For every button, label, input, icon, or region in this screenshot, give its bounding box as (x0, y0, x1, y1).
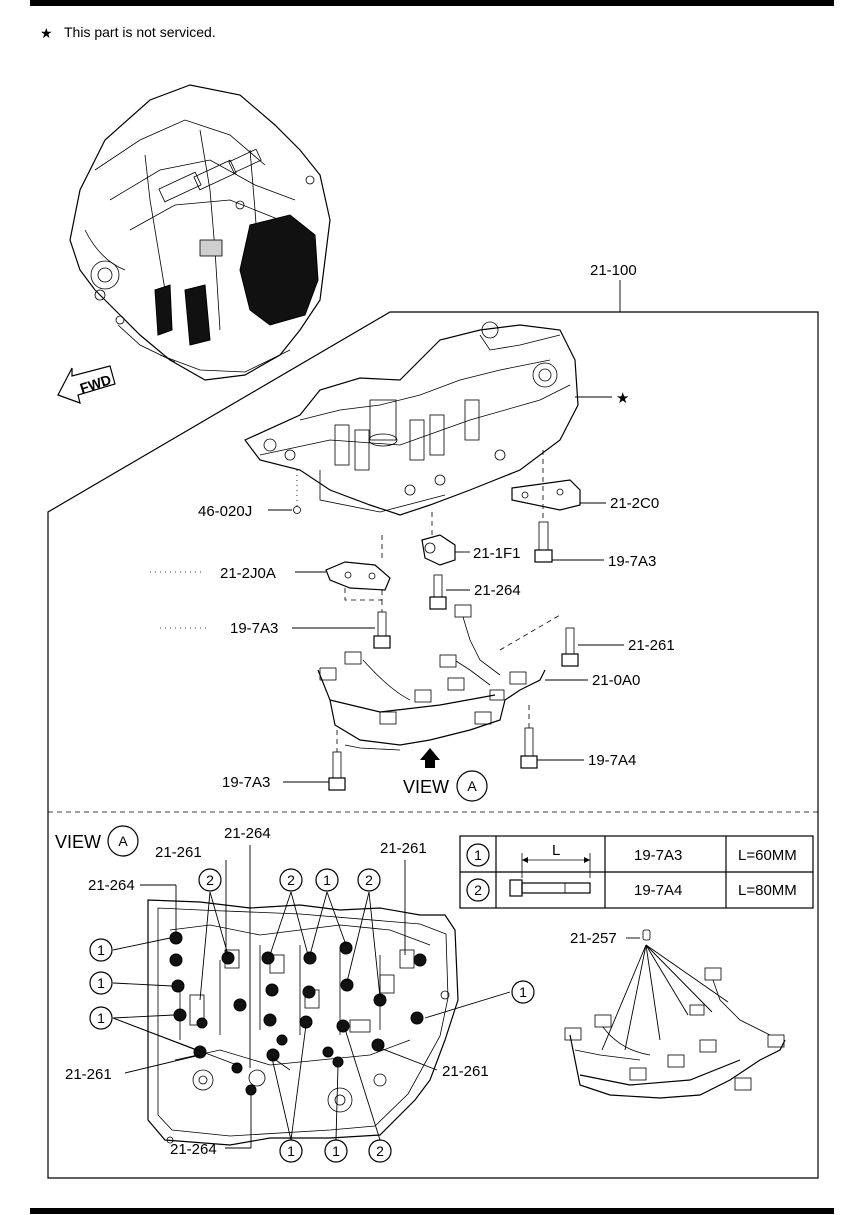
plate-21-2J0A (325, 561, 391, 601)
view-label-21-264-top: 21-264 (224, 825, 271, 842)
top-rule (30, 0, 834, 6)
mark-2-b: 2 (287, 872, 295, 888)
mark-1-a: 1 (323, 872, 331, 888)
view-a-arrow-icon (420, 748, 440, 768)
view-a-word: VIEW (403, 777, 449, 797)
table-row-1-index: 1 (474, 847, 482, 863)
table-row-1-part: 19-7A3 (634, 847, 682, 864)
label-21-261: 21-261 (628, 637, 675, 654)
label-21-2J0A: 21-2J0A (220, 565, 276, 582)
label-21-264-top: 21-264 (474, 582, 521, 599)
transmission-illustration (69, 84, 331, 381)
view-label-21-261-right: 21-261 (442, 1063, 489, 1080)
label-21-100: 21-100 (590, 262, 637, 279)
view-leaders (112, 845, 511, 1149)
svg-text:FWD: FWD (78, 371, 113, 396)
label-19-7A3-bottom: 19-7A3 (222, 774, 270, 791)
table-row-1-length: L=60MM (738, 847, 797, 864)
bolt-21-261 (561, 627, 579, 667)
exploded-frame (47, 311, 819, 1179)
plate-21-2C0 (511, 479, 581, 511)
view-label-21-264-left: 21-264 (88, 877, 135, 894)
mark-2-a: 2 (206, 872, 214, 888)
mark-2-c: 2 (365, 872, 373, 888)
mark-2-d: 2 (376, 1143, 384, 1159)
not-serviced-star: ★ (616, 390, 629, 407)
view-label-21-261-left: 21-261 (65, 1066, 112, 1083)
mark-1-g: 1 (332, 1143, 340, 1159)
table-row-2-length: L=80MM (738, 882, 797, 899)
header-note: This part is not serviced. (64, 24, 216, 40)
fwd-arrow-icon: FWD (57, 365, 116, 404)
label-46-020J: 46-020J (198, 503, 252, 520)
not-serviced-star-icon: ★ (40, 25, 53, 41)
bolt-19-7A3-right (534, 521, 553, 563)
bolt-19-7A3-middle (373, 611, 391, 649)
bolt-19-7A4 (520, 727, 538, 769)
view-label-21-264-bottom: 21-264 (170, 1141, 217, 1158)
label-21-0A0: 21-0A0 (592, 672, 640, 689)
bolt-21-264 (429, 574, 447, 610)
view-label-21-261-right-top: 21-261 (380, 840, 427, 857)
bolt-19-7A3-bottom (328, 751, 346, 791)
bottom-rule (30, 1208, 834, 1214)
bolt-length-icon (509, 853, 591, 897)
view-label-21-257: 21-257 (570, 930, 617, 947)
view-panel-title-letter: A (118, 833, 128, 849)
label-19-7A3-right: 19-7A3 (608, 553, 656, 570)
mark-1-f: 1 (287, 1143, 295, 1159)
mark-1-b: 1 (97, 942, 105, 958)
bolt-hole-markers (169, 931, 427, 1096)
view-label-21-261-top: 21-261 (155, 844, 202, 861)
table-row-2-part: 19-7A4 (634, 882, 682, 899)
mark-1-c: 1 (97, 975, 105, 991)
label-21-1F1: 21-1F1 (473, 545, 521, 562)
mark-1-e: 1 (519, 984, 527, 1000)
sensor-21-1F1 (421, 534, 456, 566)
harness-21-0A0 (317, 604, 561, 751)
view-panel-title-word: VIEW (55, 832, 101, 852)
harness-clips-21-257 (564, 929, 786, 1099)
label-19-7A4: 19-7A4 (588, 752, 636, 769)
label-21-2C0: 21-2C0 (610, 495, 659, 512)
table-row-2-index: 2 (474, 882, 482, 898)
view-a-letter: A (467, 778, 477, 794)
mark-1-d: 1 (97, 1010, 105, 1026)
bolt-table: 1 2 19-7A3 19-7A4 L=60MM L=80MM L (459, 835, 814, 909)
label-19-7A3-middle: 19-7A3 (230, 620, 278, 637)
valve-body-illustration (244, 321, 579, 516)
dimension-label: L (552, 842, 560, 859)
